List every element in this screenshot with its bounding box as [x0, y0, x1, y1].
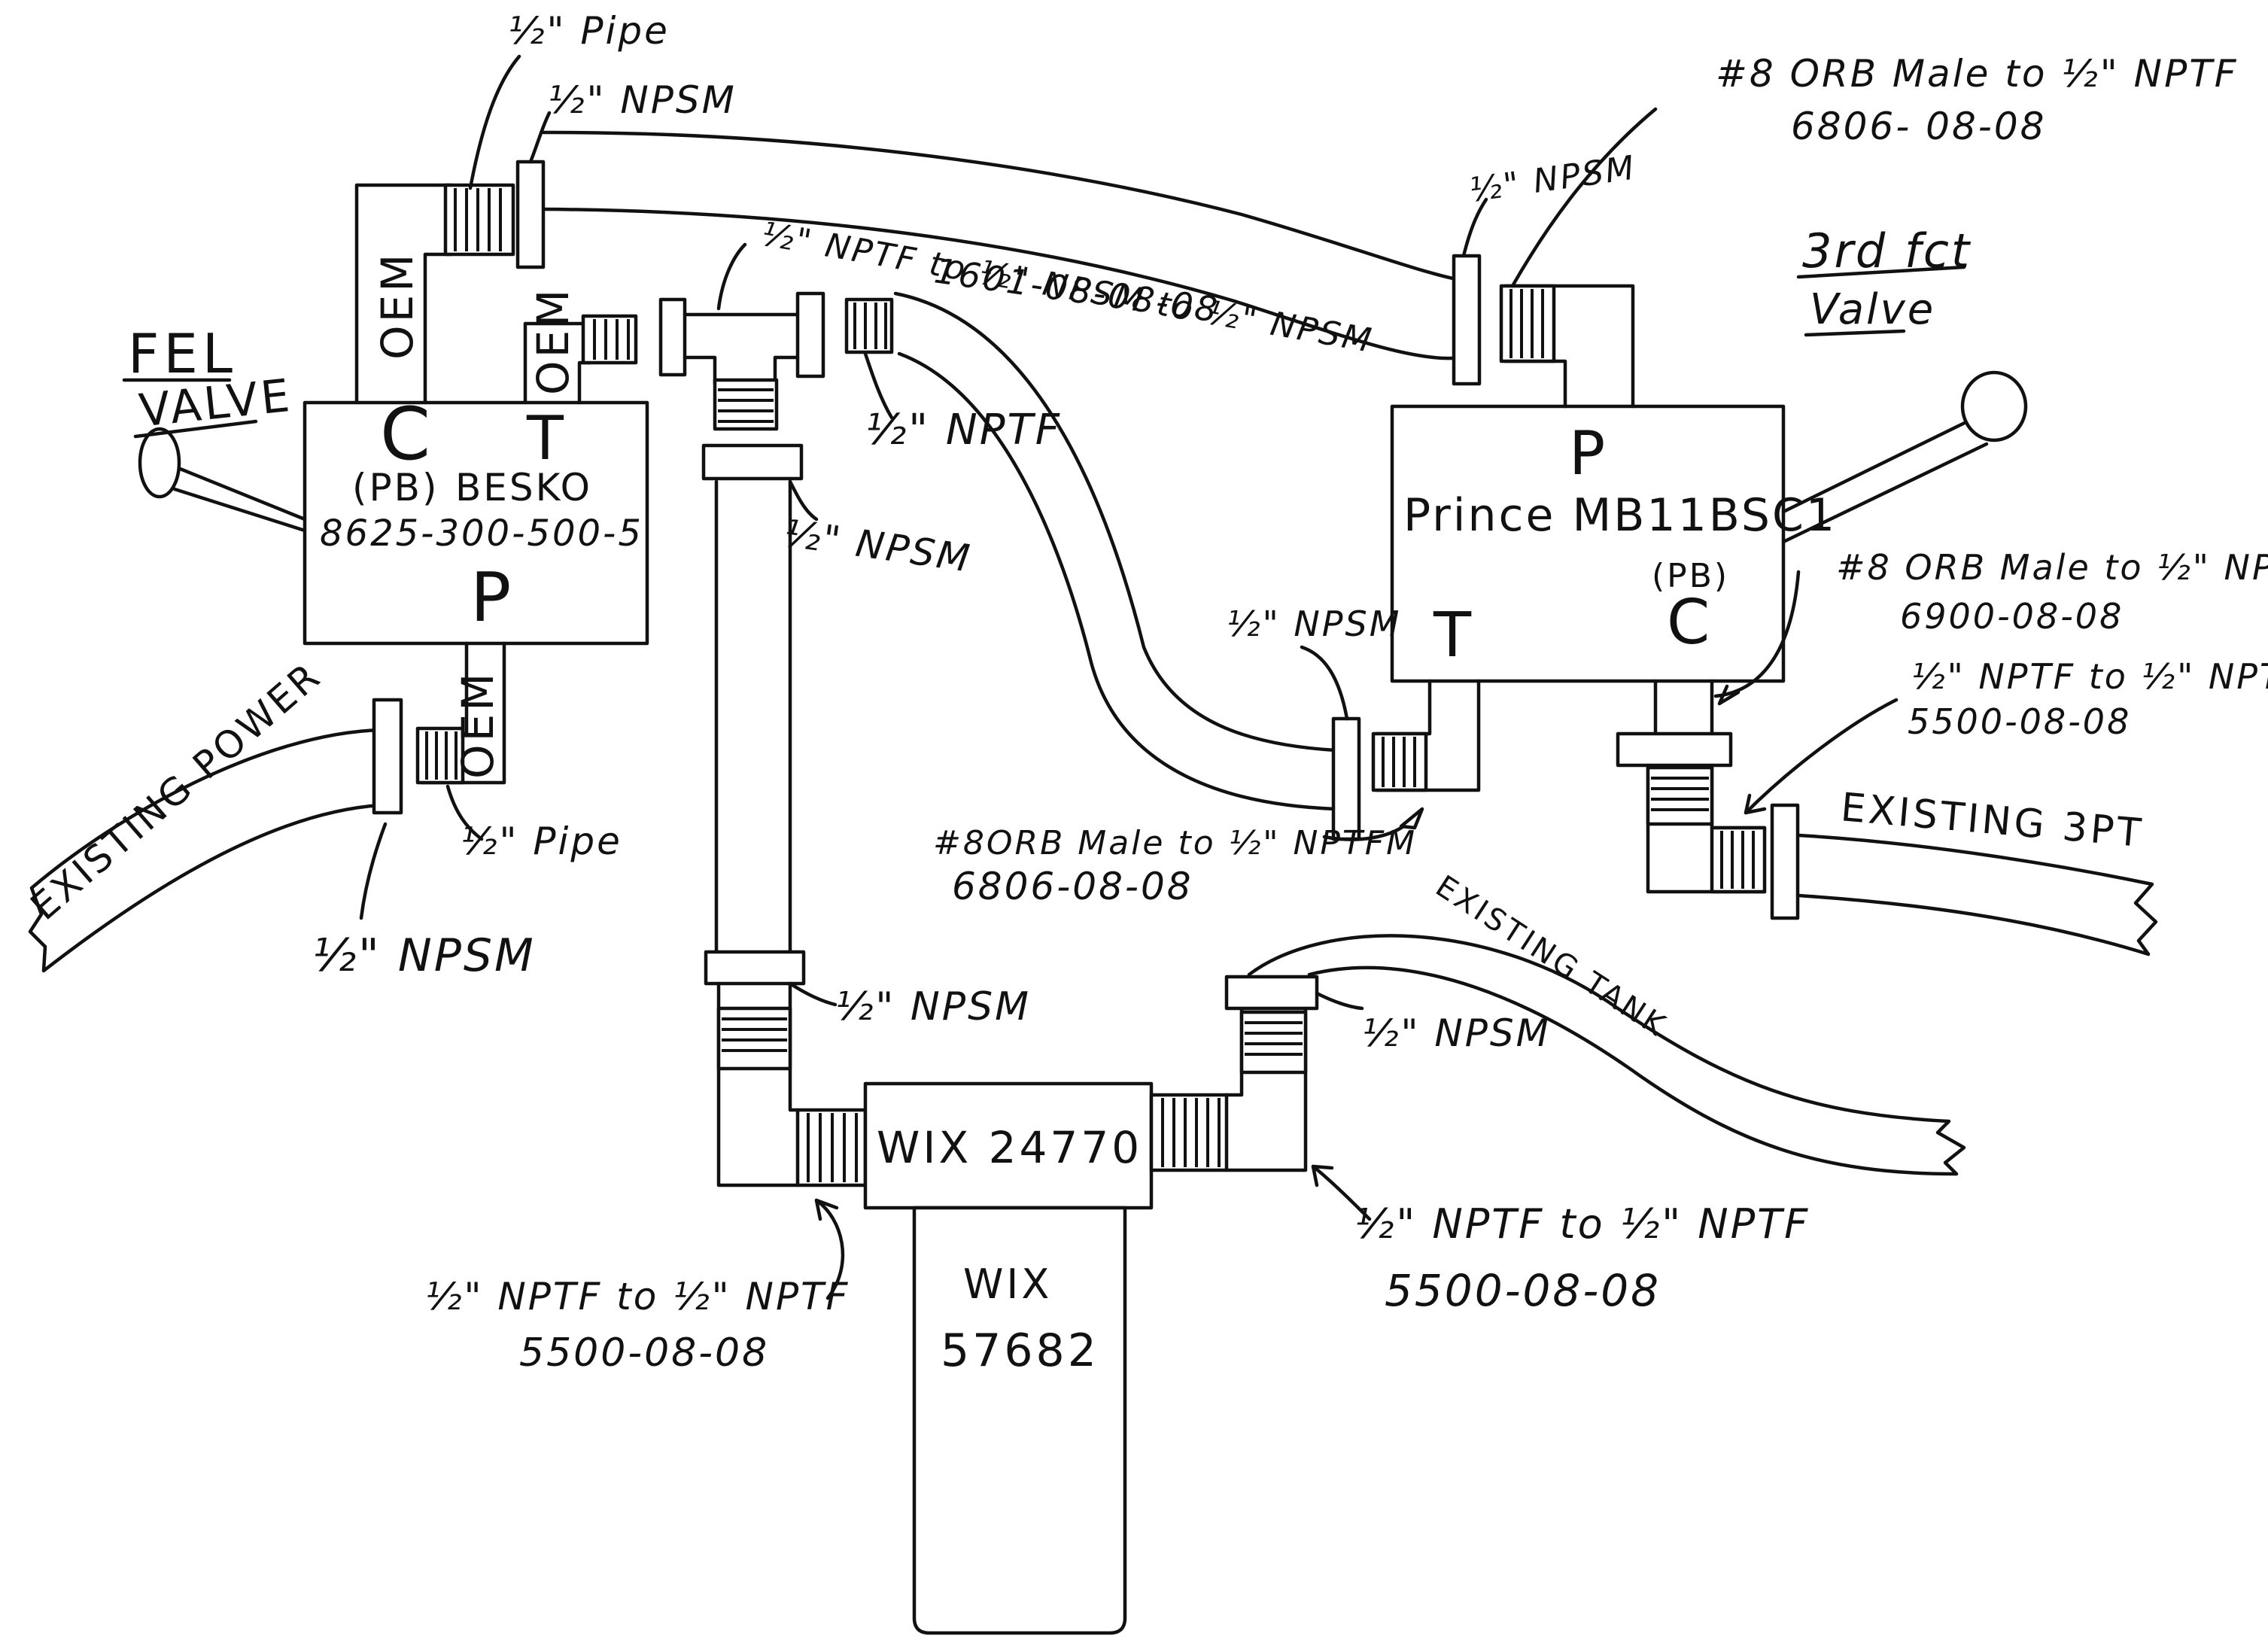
label-orb-t-line2: 6806-08-08	[952, 865, 1193, 908]
filter-head-box	[863, 1081, 1154, 1210]
label-besko-t: T	[526, 403, 564, 473]
hose-tee-to-prince-t	[893, 291, 1338, 811]
label-besko-p: P	[470, 558, 511, 637]
fel-lever-knob	[138, 427, 181, 499]
hose-tee-to-filter	[714, 479, 792, 954]
oem-elbow-c	[354, 183, 454, 405]
filter-right-side-threads	[1161, 1098, 1221, 1167]
filter-right-up-threads	[1245, 1021, 1303, 1056]
filter-left-up-threads	[722, 1017, 787, 1052]
label-besko-name: BESKO	[455, 466, 592, 509]
label-orb-top-line1: #8 ORB Male to ½" NPTF	[1716, 52, 2239, 96]
prince-valve-body	[1390, 404, 1786, 683]
label-nptf-tee: ½" NPTF	[865, 406, 1062, 455]
hose-existing-tank	[1247, 934, 1966, 1176]
prince-lever-knob	[1960, 370, 2028, 442]
label-filter-left-line1: ½" NPTF to ½" NPTF	[425, 1275, 850, 1318]
prince-t-threads-box	[1371, 731, 1428, 792]
npsm-power-nut	[372, 698, 403, 815]
prince-c-stem	[1653, 679, 1714, 736]
label-existing-power: EXISTING POWER	[23, 653, 330, 929]
label-besko-c: C	[380, 392, 430, 476]
label-filter-part: 57682	[941, 1324, 1099, 1377]
label-pipe-bottom: ½" Pipe	[461, 820, 622, 863]
tee-left-nut	[658, 297, 687, 377]
label-besko-pb: (PB)	[352, 466, 439, 509]
half-pipe-top-threads	[454, 188, 502, 251]
label-filter-head: WIX 24770	[877, 1122, 1142, 1173]
label-npsm-tee-down: ½" NPSM	[781, 511, 974, 580]
besko-valve-body	[303, 400, 649, 646]
hose-existing-3pt	[1796, 833, 2158, 956]
label-filter-left-line2: 5500-08-08	[519, 1330, 769, 1376]
label-prince-name: Prince MB11BSC1	[1403, 489, 1837, 542]
filter-left-side-threads	[807, 1113, 858, 1182]
label-npsm-prince-t: ½" NPSM	[1227, 604, 1401, 644]
prince-p-threads	[1509, 289, 1544, 358]
tee-body	[683, 312, 800, 386]
filter-canister	[912, 1206, 1127, 1635]
npsm-top-nut	[515, 160, 546, 269]
npsm-prince-top-nut	[1452, 254, 1482, 386]
label-npsm-top: ½" NPSM	[548, 78, 737, 122]
fel-underline-2	[133, 419, 258, 439]
label-npsm-power: ½" NPSM	[312, 929, 536, 982]
label-orb-t-line1: #8ORB Male to ½" NPTFM	[933, 824, 1417, 862]
label-half-pipe-top: ½" Pipe	[508, 9, 670, 53]
existing-3pt-threads-box	[1710, 826, 1767, 894]
valve-underline	[1804, 329, 1906, 337]
label-orb-c-line1: #8 ORB Male to ½" NPTSM	[1836, 547, 2268, 588]
label-oem-left: OEM	[372, 251, 423, 360]
pipe-bottom-threads	[425, 731, 458, 780]
label-prince-p: P	[1569, 418, 1605, 488]
label-nptf-3pt-line1: ½" NPTF to ½" NPTF	[1911, 656, 2268, 697]
leader-lines	[359, 54, 1899, 1300]
label-prince-t: T	[1433, 600, 1472, 671]
label-orb-top-line2: 6806- 08-08	[1791, 105, 2046, 148]
arrow-orb-t	[1399, 807, 1424, 830]
label-filter-right-line1: ½" NPTF to ½" NPTF	[1354, 1200, 1810, 1248]
existing-3pt-threads	[1720, 831, 1755, 889]
prince-c-nut	[1616, 731, 1733, 768]
existing-3pt-nut	[1770, 803, 1800, 920]
prince-c-threads-box	[1646, 765, 1714, 826]
label-third-fct-line2: Valve	[1810, 285, 1935, 334]
tee-right-threads	[853, 303, 887, 349]
label-prince-pb: (PB)	[1652, 557, 1729, 595]
prince-t-threads	[1382, 737, 1416, 787]
oem-t-threads	[593, 319, 630, 360]
label-fel-line1: FEL	[128, 322, 237, 385]
prince-lever	[1781, 415, 1989, 544]
label-nptf-3pt-line2: 5500-08-08	[1908, 701, 2131, 742]
tee-right-nut	[795, 291, 825, 379]
fel-lever	[172, 464, 307, 533]
label-npsm-filter-left: ½" NPSM	[835, 984, 1031, 1029]
label-orb-c-line2: 6900-08-08	[1900, 596, 2124, 637]
label-existing-3pt: EXISTING 3PT	[1839, 785, 2146, 856]
tee-down-nut	[701, 443, 804, 481]
label-prince-c: C	[1667, 587, 1710, 658]
hose-besko-c-to-prince-p	[541, 130, 1462, 360]
label-npsm-prince-top: ½" NPSM	[1467, 148, 1638, 210]
hose-existing-power	[28, 728, 382, 973]
label-oem-bottom: OEM	[452, 670, 503, 779]
label-oem-mid: OEM	[527, 287, 579, 395]
label-npsm-filter-right: ½" NPSM	[1362, 1011, 1551, 1055]
label-filter-brand: WIX	[963, 1260, 1052, 1308]
third-fct-underline	[1796, 265, 1966, 279]
prince-p-threads-box	[1499, 284, 1556, 363]
npsm-prince-t-nut	[1331, 716, 1361, 841]
filter-left-nut	[704, 950, 806, 986]
tee-down-threads	[718, 388, 774, 423]
prince-c-threads	[1651, 777, 1709, 811]
filter-right-nut	[1224, 975, 1319, 1011]
label-besko-part: 8625-300-500-5	[320, 512, 643, 555]
label-filter-right-line2: 5500-08-08	[1385, 1265, 1661, 1316]
